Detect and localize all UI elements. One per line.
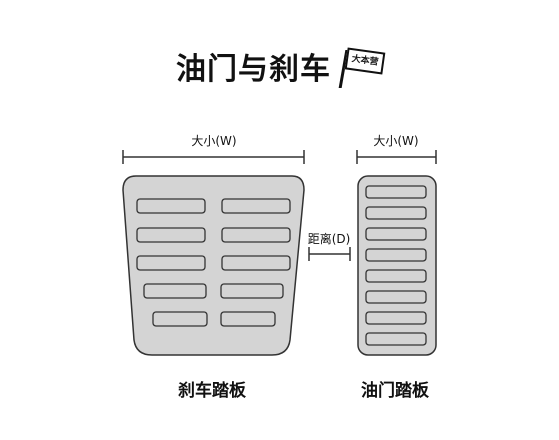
brake-width-label: 大小(W) xyxy=(191,134,237,148)
brake-grip-slot xyxy=(152,311,208,327)
gas-pedal-grips xyxy=(365,185,427,346)
gas-grip-slot xyxy=(365,248,427,262)
gas-pedal xyxy=(357,175,437,356)
brake-grip-slot xyxy=(221,255,291,271)
gas-width-label: 大小(W) xyxy=(373,134,419,148)
distance-dimension xyxy=(308,247,351,261)
brake-width-dimension xyxy=(122,150,305,164)
gas-pedal-caption: 油门踏板 xyxy=(361,381,429,401)
brake-grip-slot xyxy=(136,255,206,271)
brake-grip-slot xyxy=(221,227,291,243)
brake-pedal-grips xyxy=(136,198,291,327)
gas-grip-slot xyxy=(365,269,427,283)
gas-grip-slot xyxy=(365,227,427,241)
brake-pedal-caption: 刹车踏板 xyxy=(178,381,246,401)
brake-grip-slot xyxy=(136,198,206,214)
gas-grip-slot xyxy=(365,311,427,325)
brake-grip-slot xyxy=(220,283,284,299)
gas-grip-slot xyxy=(365,185,427,199)
gas-grip-slot xyxy=(365,206,427,220)
brake-grip-slot xyxy=(221,198,291,214)
brake-grip-slot xyxy=(220,311,276,327)
diagram-title: 油门与刹车 xyxy=(176,52,331,87)
brake-pedal xyxy=(122,175,305,356)
gas-grip-slot xyxy=(365,290,427,304)
gas-grip-slot xyxy=(365,332,427,346)
brake-grip-slot xyxy=(143,283,207,299)
gas-width-dimension xyxy=(356,150,437,164)
brake-grip-slot xyxy=(136,227,206,243)
distance-label: 距离(D) xyxy=(307,232,351,246)
